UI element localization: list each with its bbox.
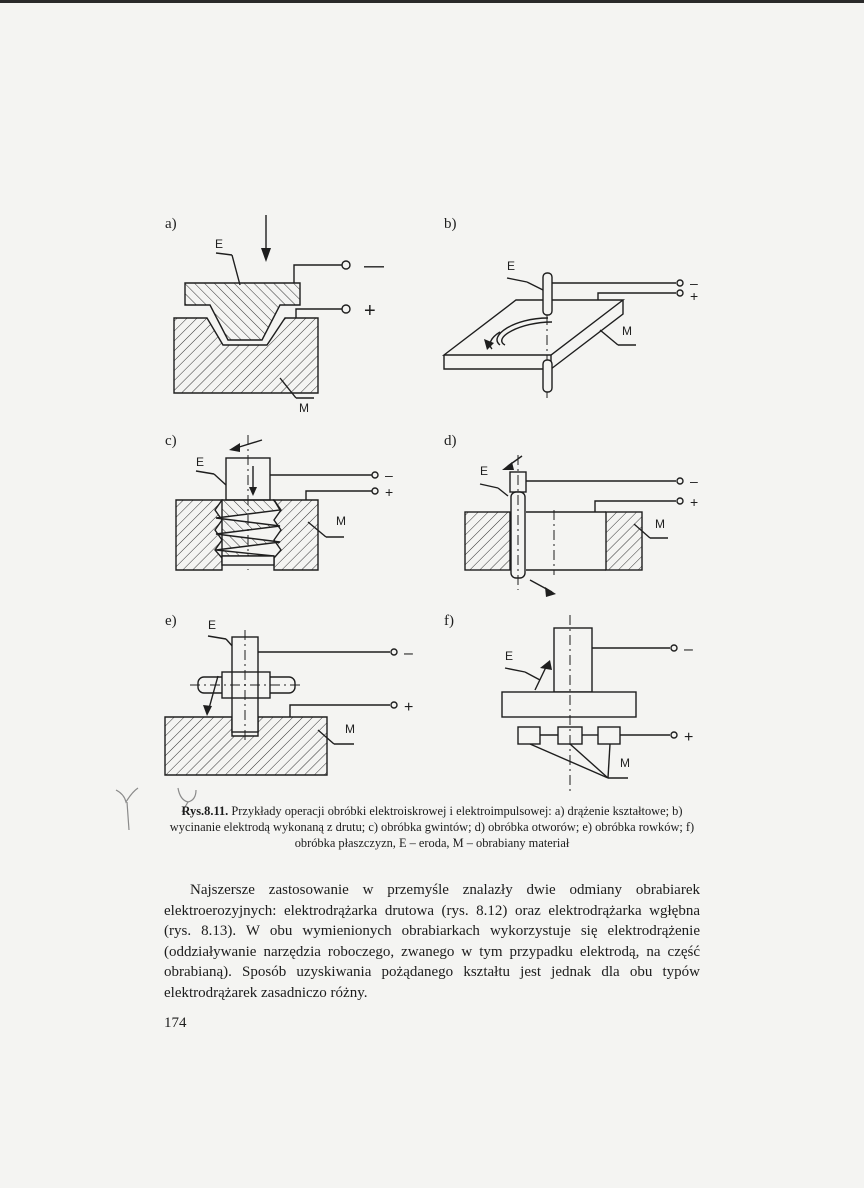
panel-f: f) E – +: [444, 613, 693, 795]
panel-f-plus: +: [684, 729, 693, 746]
panel-b-plus: +: [690, 288, 698, 304]
panel-c-material-label: M: [336, 514, 346, 528]
panel-a-plus: +: [364, 300, 376, 322]
panel-a-electrode-label: E: [215, 237, 223, 251]
panel-a: a) E — + M: [165, 215, 384, 415]
panel-b-electrode-label: E: [507, 259, 515, 273]
figure-caption-text: Przykłady operacji obróbki elektroiskrow…: [169, 804, 695, 850]
figure-caption: Rys.8.11. Przykłady operacji obróbki ele…: [164, 803, 700, 851]
panel-b-material-label: M: [622, 324, 632, 338]
panel-f-label: f): [444, 613, 454, 629]
body-paragraph: Najszersze zastosowanie w przemyśle znal…: [164, 882, 700, 1001]
figure-caption-lead: Rys.8.11.: [181, 804, 229, 818]
panel-a-minus: —: [364, 255, 384, 277]
panel-e-minus: –: [404, 645, 413, 662]
panel-e: e) E – +: [164, 613, 413, 776]
page-number: 174: [164, 1015, 187, 1031]
panel-f-minus: –: [684, 641, 693, 658]
panel-c-minus: –: [385, 467, 393, 483]
panel-b-label: b): [444, 216, 457, 232]
panel-b: b) E – +: [441, 216, 698, 398]
panel-e-material-label: M: [345, 722, 355, 736]
panel-a-material-label: M: [299, 401, 309, 415]
panel-f-material-label: M: [620, 756, 630, 770]
panel-e-label: e): [165, 613, 177, 629]
panel-d-plus: +: [690, 494, 698, 510]
panel-c: c) E – +: [165, 433, 393, 571]
panel-b-minus: –: [690, 275, 698, 291]
page-top-edge: [0, 0, 864, 3]
panel-d: d) E – +: [444, 433, 698, 597]
figure-8-11: a) E — + M b): [164, 215, 698, 795]
panel-d-electrode-label: E: [480, 464, 488, 478]
panel-d-label: d): [444, 433, 457, 449]
panel-f-electrode-label: E: [505, 649, 513, 663]
panel-e-plus: +: [404, 699, 413, 716]
panel-d-minus: –: [690, 473, 698, 489]
panel-e-electrode-label: E: [208, 618, 216, 632]
body-text: Najszersze zastosowanie w przemyśle znal…: [164, 880, 700, 1003]
panel-a-label: a): [165, 216, 177, 232]
panel-c-label: c): [165, 433, 177, 449]
panel-c-electrode-label: E: [196, 455, 204, 469]
panel-d-material-label: M: [655, 517, 665, 531]
panel-c-plus: +: [385, 484, 393, 500]
pencil-mark: [115, 787, 197, 831]
